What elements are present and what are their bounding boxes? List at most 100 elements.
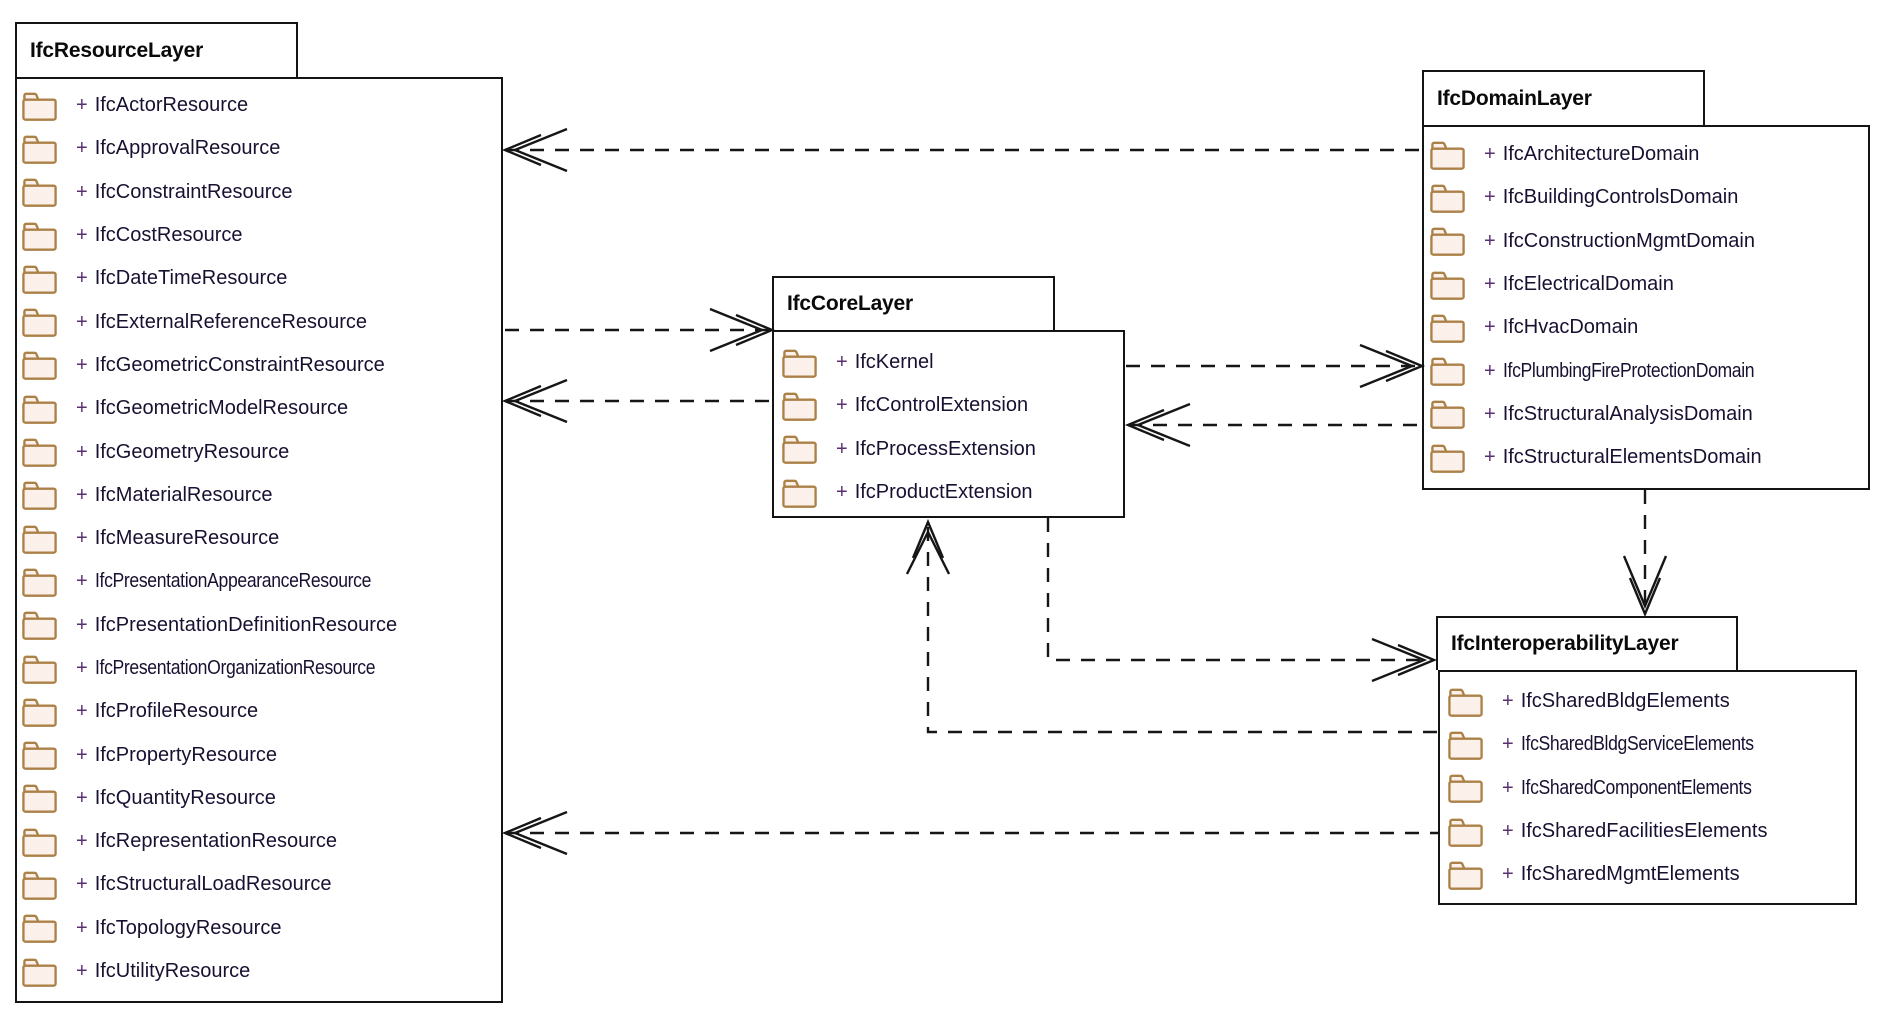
item-visibility-prefix: + <box>1484 359 1496 382</box>
folder-icon <box>22 698 57 727</box>
package-item: +IfcPropertyResource <box>20 733 413 776</box>
item-visibility-prefix: + <box>836 481 848 504</box>
item-label: IfcPresentationAppearanceResource <box>94 570 371 593</box>
item-label: IfcKernel <box>854 351 934 374</box>
folder-icon <box>22 481 57 511</box>
package-interoperability-layer-body <box>1438 670 1857 905</box>
folder-icon <box>22 525 57 554</box>
item-visibility-prefix: + <box>76 786 88 809</box>
package-item: +IfcMeasureResource <box>20 517 413 560</box>
folder-icon <box>1430 444 1465 473</box>
folder-icon <box>1430 141 1465 170</box>
item-visibility-prefix: + <box>1484 446 1496 469</box>
package-item: + IfcQuantityResource <box>20 777 413 820</box>
package-item: + IfcDateTimeResource <box>20 257 413 300</box>
package-item: +IfcProductExtension <box>780 471 1036 514</box>
folder-icon <box>22 178 57 208</box>
folder-icon <box>22 611 57 641</box>
package-item: +IfcSharedBldgElements <box>1446 680 1785 723</box>
package-item: +IfcKernel <box>780 341 1036 384</box>
connector-domain-to-interoperability <box>1622 490 1668 618</box>
item-visibility-prefix: + <box>76 830 88 853</box>
package-item: + IfcConstraintResource <box>20 171 413 214</box>
folder-icon <box>22 828 57 857</box>
folder-icon <box>1448 774 1483 804</box>
folder-icon <box>22 785 57 814</box>
folder-icon <box>1448 818 1483 847</box>
package-item: + IfcPresentationAppearanceResource <box>20 560 413 603</box>
folder-icon <box>22 655 57 684</box>
package-title: IfcDomainLayer <box>1437 86 1592 110</box>
item-label: IfcQuantityResource <box>94 786 276 809</box>
package-item: + IfcHvacDomain <box>1428 306 1788 349</box>
item-visibility-prefix: + <box>1502 733 1514 756</box>
item-visibility-prefix: + <box>76 916 88 939</box>
item-visibility-prefix: + <box>1502 690 1514 713</box>
item-label: IfcTopologyResource <box>94 916 282 939</box>
item-visibility-prefix: + <box>76 267 88 290</box>
item-label: IfcHvacDomain <box>1502 316 1639 339</box>
item-label: IfcArchitectureDomain <box>1502 143 1700 166</box>
connector-interoperability-to-resource <box>501 810 1438 856</box>
folder-icon <box>22 958 57 987</box>
package-item: +IfcGeometricConstraintResource <box>20 344 413 387</box>
item-label: IfcStructuralLoadResource <box>94 873 332 896</box>
connector-domain-to-core <box>1124 402 1424 448</box>
item-label: IfcProfileResource <box>94 700 259 723</box>
folder-icon <box>22 92 57 121</box>
item-label: IfcMaterialResource <box>94 483 273 506</box>
package-resource-layer-body <box>15 77 503 1003</box>
item-label: IfcExternalReferenceResource <box>94 310 368 333</box>
package-item: +IfcProcessExtension <box>780 428 1036 471</box>
package-item: +IfcUtilityResource <box>20 950 413 993</box>
item-label: IfcConstraintResource <box>94 180 293 203</box>
item-visibility-prefix: + <box>1484 143 1496 166</box>
connector-interoperability-to-core <box>905 518 1437 734</box>
item-visibility-prefix: + <box>76 180 88 203</box>
item-visibility-prefix: + <box>76 310 88 333</box>
item-label: IfcPropertyResource <box>94 743 277 766</box>
item-visibility-prefix: + <box>76 657 88 679</box>
package-domain-layer-items: +IfcArchitectureDomain +IfcBuildingContr… <box>1428 133 1788 479</box>
folder-icon <box>1430 357 1465 386</box>
folder-icon <box>782 479 817 508</box>
folder-icon <box>22 741 57 770</box>
package-title: IfcInteroperabilityLayer <box>1451 632 1679 655</box>
item-visibility-prefix: + <box>1502 863 1514 886</box>
package-item: +IfcApprovalResource <box>20 127 413 170</box>
package-item: +IfcStructuralLoadResource <box>20 863 413 906</box>
item-label: IfcSharedBldgServiceElements <box>1520 733 1754 756</box>
package-interoperability-layer-items: +IfcSharedBldgElements + IfcSharedBldgSer… <box>1446 680 1785 896</box>
connector-core-to-resource <box>501 378 772 424</box>
item-visibility-prefix: + <box>1484 316 1496 339</box>
folder-icon <box>1448 688 1483 717</box>
item-label: IfcDateTimeResource <box>94 267 288 290</box>
package-item: +IfcConstructionMgmtDomain <box>1428 220 1788 263</box>
item-visibility-prefix: + <box>76 700 88 723</box>
folder-icon <box>22 914 57 944</box>
package-item: +IfcGeometricModelResource <box>20 387 413 430</box>
package-item: +IfcCostResource <box>20 214 413 257</box>
item-visibility-prefix: + <box>76 397 88 420</box>
item-label: IfcUtilityResource <box>94 960 251 983</box>
package-title: IfcResourceLayer <box>30 38 204 62</box>
folder-icon <box>1430 184 1465 213</box>
item-visibility-prefix: + <box>76 570 88 593</box>
item-label: IfcCostResource <box>94 224 243 247</box>
item-visibility-prefix: + <box>76 94 88 117</box>
item-visibility-prefix: + <box>1484 186 1496 209</box>
item-visibility-prefix: + <box>1484 273 1496 296</box>
item-label: IfcRepresentationResource <box>94 830 338 853</box>
package-item: +IfcPresentationDefinitionResource <box>20 604 413 647</box>
item-visibility-prefix: + <box>1502 820 1514 843</box>
item-label: IfcPlumbingFireProtectionDomain <box>1502 359 1755 382</box>
folder-icon <box>1430 271 1465 300</box>
folder-icon <box>22 395 57 424</box>
package-item: +IfcControlExtension <box>780 384 1036 427</box>
package-resource-layer-tab: IfcResourceLayer <box>15 22 298 77</box>
item-label: IfcGeometryResource <box>94 440 290 463</box>
item-label: IfcMeasureResource <box>94 527 280 550</box>
item-visibility-prefix: + <box>76 353 88 376</box>
item-label: IfcStructuralElementsDomain <box>1502 446 1762 469</box>
